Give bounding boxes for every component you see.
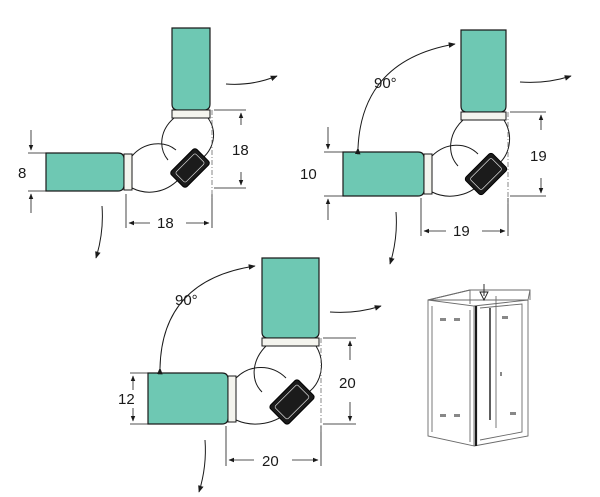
- glass-panel-horizontal: [45, 152, 125, 192]
- diagram-2: 90° 10 19 19: [300, 29, 572, 265]
- angle-label-3: 90°: [175, 292, 198, 309]
- diagram-3: 90° 12 20 20: [118, 257, 382, 493]
- curved-arrow-icon: [198, 439, 206, 493]
- seal-fin: [131, 117, 215, 193]
- diagram-1: 8 18 18: [18, 27, 278, 259]
- dim-width-3: 20: [262, 453, 279, 470]
- dim-width-2: 19: [453, 223, 470, 240]
- angle-arc: [354, 42, 456, 155]
- dim-width-1: 18: [157, 215, 174, 232]
- seal-cap-left: [227, 375, 237, 423]
- glass-panel-vertical: [460, 29, 507, 113]
- curved-arrow-icon: [95, 205, 103, 259]
- dim-height-2: 19: [530, 148, 547, 165]
- glass-panel-vertical: [261, 257, 320, 339]
- seal-cap-left: [123, 153, 133, 191]
- dim-thickness-1: 8: [18, 165, 26, 182]
- glass-panel-horizontal: [147, 372, 229, 425]
- dim-thickness-3: 12: [118, 391, 135, 408]
- dim-thickness-2: 10: [300, 166, 317, 183]
- angle-label-2: 90°: [374, 75, 397, 92]
- curved-arrow-icon: [519, 75, 572, 83]
- seal-cap-top: [460, 111, 507, 121]
- magnet-icon: [170, 148, 210, 188]
- glass-panel-horizontal: [342, 151, 425, 197]
- seal-cap-left: [423, 153, 433, 195]
- dim-height-1: 18: [232, 142, 249, 159]
- magnet-icon: [464, 152, 508, 196]
- curved-arrow-icon: [225, 75, 278, 85]
- shower-cabin-sketch: [427, 284, 531, 447]
- curved-arrow-icon: [389, 211, 397, 265]
- curved-arrow-icon: [329, 305, 382, 313]
- seal-cap-top: [261, 337, 320, 347]
- seal-cap-top: [171, 109, 211, 119]
- glass-panel-vertical: [171, 27, 211, 111]
- angle-arc: [157, 264, 256, 375]
- dim-height-3: 20: [339, 375, 356, 392]
- magnet-icon: [269, 379, 315, 425]
